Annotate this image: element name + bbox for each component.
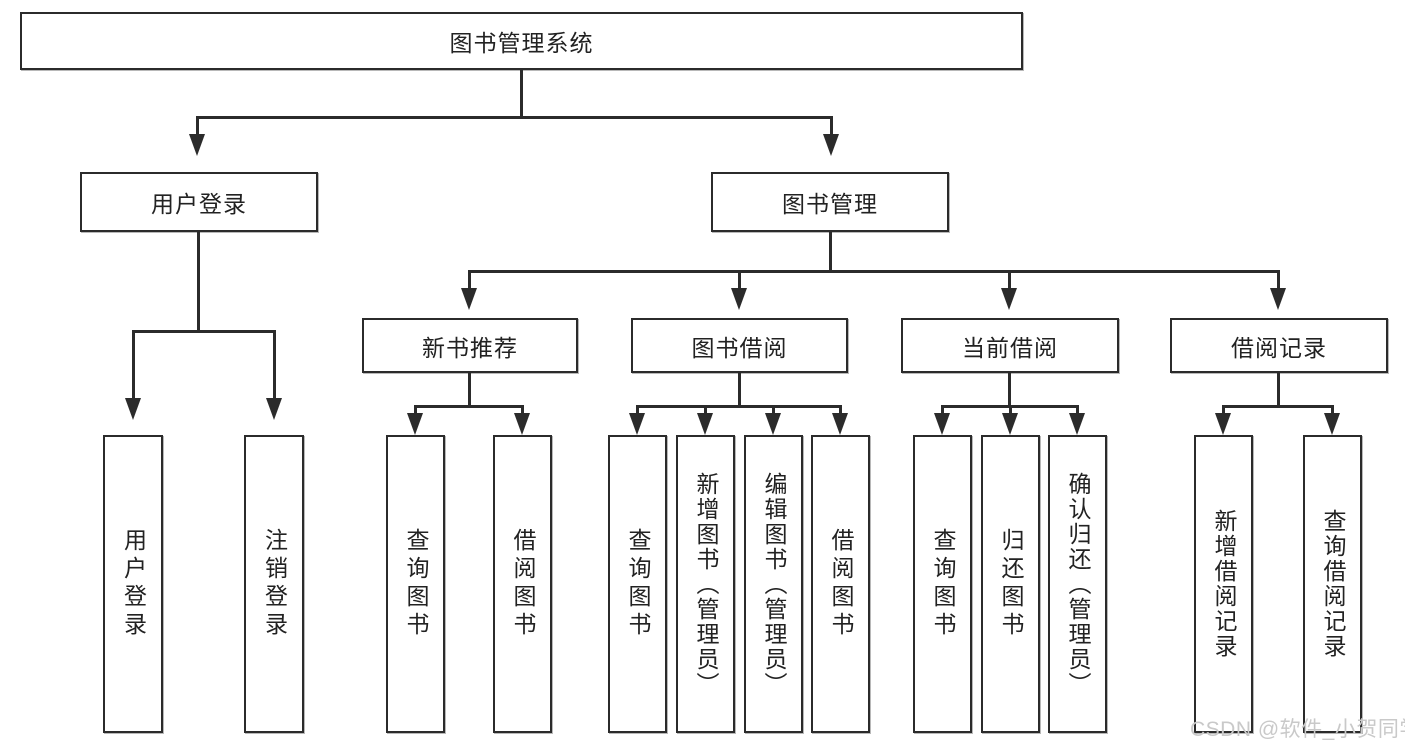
- arrow-user-login: [189, 134, 205, 156]
- edge-bus-new-book-leaves: [414, 405, 524, 408]
- arrow-current-borrow-leaf-2: [1002, 413, 1018, 435]
- edge-root-stem: [520, 70, 523, 118]
- edge-bus-borrow-record-leaves: [1222, 405, 1334, 408]
- arrow-book-borrow-leaf-1: [629, 413, 645, 435]
- edge-drop-book-borrow: [738, 270, 741, 292]
- edge-drop-book-mgmt: [830, 116, 833, 138]
- node-label: 借阅记录: [1231, 334, 1327, 361]
- edge-drop-new-book-leaf-1: [414, 405, 417, 419]
- node-book-management[interactable]: 图书管理: [711, 172, 949, 232]
- arrow-leaf-user-login-2: [266, 398, 282, 420]
- edge-user-login-stem: [197, 232, 200, 332]
- leaf-current-borrow-query-book[interactable]: 查询图书: [913, 435, 972, 733]
- edge-bus-level2: [196, 116, 833, 119]
- arrow-current-borrow-leaf-3: [1069, 413, 1085, 435]
- csdn-watermark: CSDN @软件_小贺同学: [1190, 718, 1405, 741]
- node-label: 借阅图书: [510, 528, 536, 640]
- leaf-user-login-logout[interactable]: 注销登录: [244, 435, 304, 733]
- edge-book-borrow-stem: [738, 373, 741, 407]
- leaf-new-book-query-book[interactable]: 查询图书: [386, 435, 445, 733]
- leaf-new-book-borrow-book[interactable]: 借阅图书: [493, 435, 552, 733]
- node-book-borrow[interactable]: 图书借阅: [631, 318, 848, 373]
- node-label: 当前借阅: [962, 334, 1058, 361]
- leaf-borrow-record-query-record[interactable]: 查询借阅记录: [1303, 435, 1362, 733]
- node-label: 归还图书: [998, 528, 1024, 640]
- arrow-book-borrow-leaf-2: [697, 413, 713, 435]
- node-label: 注销登录: [261, 528, 288, 640]
- node-label: 图书借阅: [691, 334, 788, 361]
- node-label: 新增图书（管理员）: [693, 471, 719, 697]
- node-label: 用户登录: [120, 528, 147, 640]
- node-label: 用户登录: [151, 191, 247, 217]
- edge-bus-book-borrow-leaves: [636, 405, 842, 408]
- edge-drop-leaf-user-login-1: [132, 330, 135, 402]
- arrow-current-borrow-leaf-1: [934, 413, 950, 435]
- node-user-login[interactable]: 用户登录: [80, 172, 318, 232]
- arrow-book-borrow-leaf-3: [765, 413, 781, 435]
- node-label: 查询图书: [625, 528, 651, 640]
- leaf-book-borrow-borrow-book[interactable]: 借阅图书: [811, 435, 870, 733]
- edge-book-mgmt-stem: [829, 232, 832, 272]
- edge-bus-level3: [468, 270, 1280, 273]
- node-label: 新增借阅记录: [1211, 509, 1237, 659]
- edge-drop-borrow-record-leaf-1: [1222, 405, 1225, 419]
- node-label: 图书管理: [782, 191, 878, 217]
- leaf-user-login-user-login[interactable]: 用户登录: [103, 435, 163, 733]
- arrow-borrow-record-leaf-1: [1215, 413, 1231, 435]
- edge-drop-borrow-record-leaf-2: [1331, 405, 1334, 419]
- edge-drop-new-book-leaf-2: [521, 405, 524, 419]
- edge-drop-current-borrow-leaf-1: [941, 405, 944, 419]
- edge-drop-current-borrow: [1008, 270, 1011, 292]
- node-root-library-system[interactable]: 图书管理系统: [20, 12, 1023, 70]
- arrow-current-borrow: [1001, 288, 1017, 310]
- leaf-book-borrow-add-book-admin[interactable]: 新增图书（管理员）: [676, 435, 735, 733]
- leaf-book-borrow-query-book[interactable]: 查询图书: [608, 435, 667, 733]
- node-label: 编辑图书（管理员）: [761, 471, 787, 697]
- node-current-borrow[interactable]: 当前借阅: [901, 318, 1119, 373]
- edge-bus-user-login-leaves: [132, 330, 276, 333]
- edge-drop-book-borrow-leaf-2: [704, 405, 707, 419]
- edge-borrow-record-stem: [1277, 373, 1280, 407]
- node-label: 查询借阅记录: [1320, 509, 1346, 659]
- node-label: 查询图书: [930, 528, 956, 640]
- edge-drop-current-borrow-leaf-2: [1009, 405, 1012, 419]
- node-label: 新书推荐: [422, 334, 518, 361]
- node-label: 确认归还（管理员）: [1065, 471, 1091, 697]
- leaf-current-borrow-return-book[interactable]: 归还图书: [981, 435, 1040, 733]
- leaf-borrow-record-add-record[interactable]: 新增借阅记录: [1194, 435, 1253, 733]
- edge-drop-book-borrow-leaf-3: [772, 405, 775, 419]
- arrow-borrow-record: [1270, 288, 1286, 310]
- arrow-leaf-user-login-1: [125, 398, 141, 420]
- arrow-new-book: [461, 288, 477, 310]
- arrow-book-borrow: [731, 288, 747, 310]
- node-label: 查询图书: [403, 528, 429, 640]
- edge-drop-book-borrow-leaf-4: [839, 405, 842, 419]
- arrow-borrow-record-leaf-2: [1324, 413, 1340, 435]
- edge-drop-current-borrow-leaf-3: [1076, 405, 1079, 419]
- leaf-current-borrow-confirm-return-admin[interactable]: 确认归还（管理员）: [1048, 435, 1107, 733]
- edge-new-book-stem: [468, 373, 471, 407]
- node-label: 图书管理系统: [449, 30, 594, 56]
- edge-current-borrow-stem: [1008, 373, 1011, 407]
- edge-drop-user-login: [196, 116, 199, 138]
- edge-drop-new-book: [468, 270, 471, 292]
- node-borrow-record[interactable]: 借阅记录: [1170, 318, 1388, 373]
- arrow-new-book-leaf-2: [514, 413, 530, 435]
- leaf-book-borrow-edit-book-admin[interactable]: 编辑图书（管理员）: [744, 435, 803, 733]
- arrow-book-borrow-leaf-4: [832, 413, 848, 435]
- node-label: 借阅图书: [828, 528, 854, 640]
- arrow-book-mgmt: [823, 134, 839, 156]
- edge-drop-book-borrow-leaf-1: [636, 405, 639, 419]
- edge-drop-leaf-user-login-2: [273, 330, 276, 402]
- arrow-new-book-leaf-1: [407, 413, 423, 435]
- node-new-book-recommend[interactable]: 新书推荐: [362, 318, 578, 373]
- edge-drop-borrow-record: [1277, 270, 1280, 292]
